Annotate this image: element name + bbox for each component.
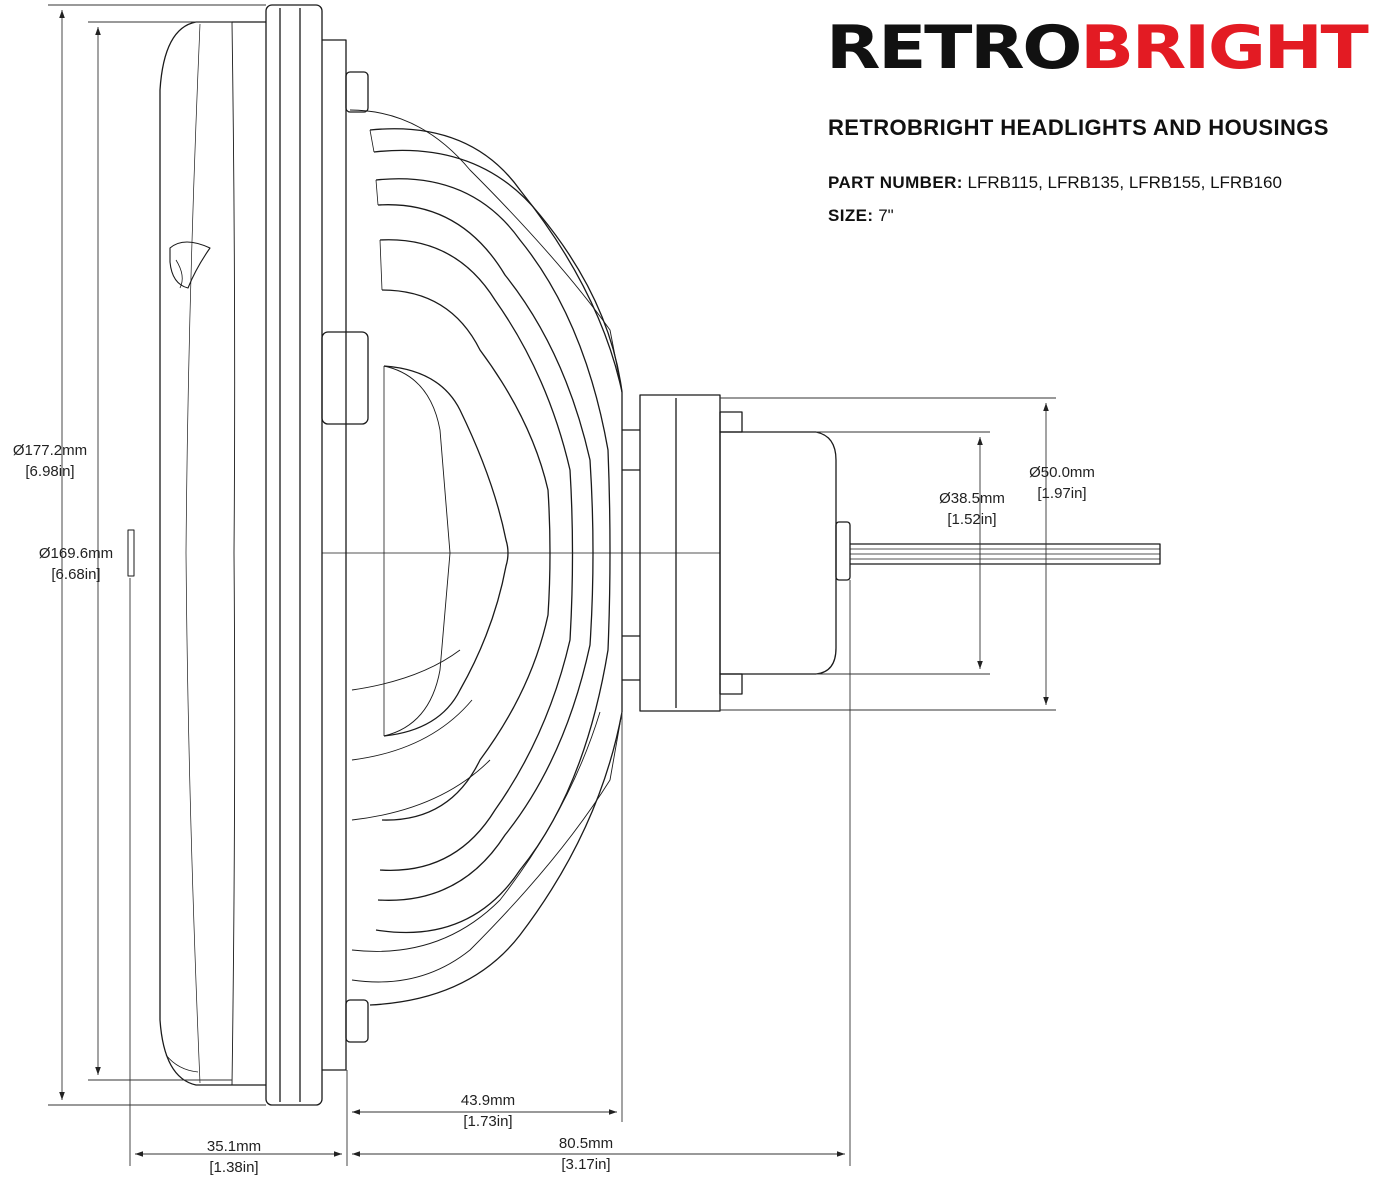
part-number-row: PART NUMBER: LFRB115, LFRB135, LFRB155, … (828, 173, 1282, 193)
size-row: SIZE: 7" (828, 206, 894, 226)
dim-rear-depth: 80.5mm[3.17in] (558, 1135, 614, 1173)
dim-bulb-diameter: Ø38.5mm[1.52in] (939, 490, 1005, 528)
lens (159, 21, 266, 1086)
retrobright-logo: RETROBRIGHT (826, 18, 1369, 78)
dim-base-diameter: Ø50.0mm[1.97in] (1029, 464, 1095, 502)
size-value: 7" (878, 206, 894, 225)
dim-lens-depth: 35.1mm[1.38in] (206, 1138, 262, 1176)
dim-lens-diameter: Ø169.6mm[6.68in] (38, 545, 114, 583)
dim-outer-diameter: Ø177.2mm[6.98in] (12, 442, 88, 480)
logo-bright: BRIGHT (1080, 13, 1369, 83)
part-number-label: PART NUMBER: (828, 173, 963, 192)
bezel (265, 4, 323, 1106)
part-number-value: LFRB115, LFRB135, LFRB155, LFRB160 (967, 173, 1282, 192)
size-label: SIZE: (828, 206, 874, 225)
dim-fin-depth: 43.9mm[1.73in] (460, 1092, 516, 1130)
logo-retro: RETRO (826, 13, 1082, 83)
page-title: RETROBRIGHT HEADLIGHTS AND HOUSINGS (828, 115, 1329, 140)
